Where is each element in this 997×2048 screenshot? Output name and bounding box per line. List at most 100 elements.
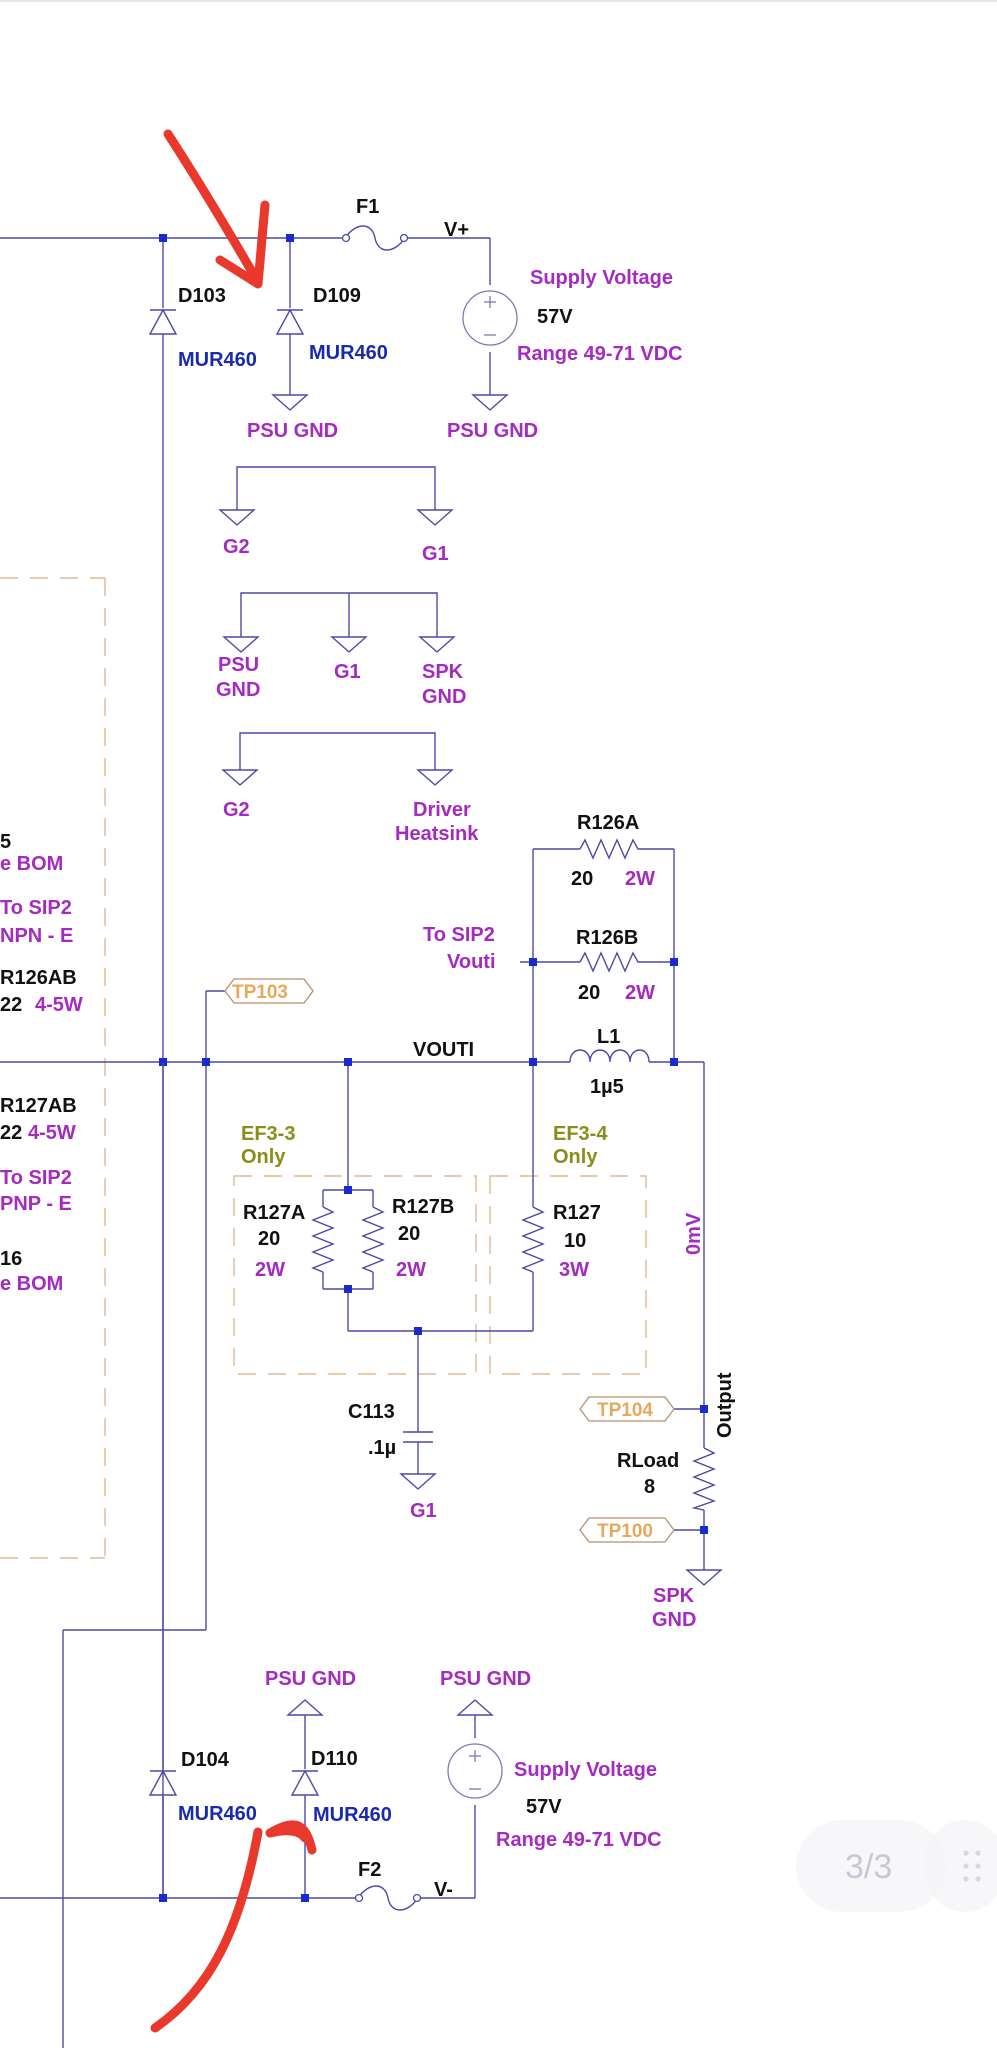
junction-dot bbox=[700, 1526, 708, 1534]
junction-dot bbox=[159, 1894, 167, 1902]
resistor-r127b bbox=[361, 1206, 385, 1273]
note-text: To SIP2 bbox=[0, 897, 72, 919]
note-text: 4-5W bbox=[35, 994, 83, 1016]
d109-ref: D109 bbox=[313, 285, 361, 307]
tp100-label: TP100 bbox=[597, 1521, 653, 1542]
gnd-label: GND bbox=[422, 686, 466, 708]
rload-value: 8 bbox=[644, 1476, 655, 1498]
junction-dot bbox=[286, 234, 294, 242]
junction-dot bbox=[344, 1186, 352, 1194]
psu-gnd-label: PSU GND bbox=[265, 1668, 356, 1690]
page-indicator[interactable]: 3/3 bbox=[796, 1820, 946, 1912]
supply-range: Range 49-71 VDC bbox=[517, 343, 683, 365]
junction-dot bbox=[414, 1327, 422, 1335]
l1-value: 1µ5 bbox=[590, 1076, 624, 1098]
tp104-label: TP104 bbox=[597, 1400, 653, 1421]
vouti-port-label: Vouti bbox=[447, 951, 496, 973]
junction-dot bbox=[344, 1285, 352, 1293]
l1-ref: L1 bbox=[597, 1026, 620, 1048]
spk-label: SPK bbox=[422, 661, 464, 683]
resistor-r127a bbox=[311, 1206, 335, 1273]
psu-gnd-label: PSU GND bbox=[440, 1668, 531, 1690]
supply-range: Range 49-71 VDC bbox=[496, 1829, 662, 1851]
supply-voltage-label: Supply Voltage bbox=[514, 1759, 657, 1781]
note-text: 4-5W bbox=[28, 1122, 76, 1144]
fuse-f2-label: F2 bbox=[358, 1859, 381, 1881]
grid-handle-icon[interactable] bbox=[925, 1820, 997, 1912]
ef3-3-option-box bbox=[233, 1175, 477, 1375]
page-indicator-text: 3/3 bbox=[845, 1848, 892, 1886]
ef3-4-note: EF3-4 bbox=[553, 1123, 608, 1145]
g2-label: G2 bbox=[223, 536, 250, 558]
g1-label: G1 bbox=[334, 661, 361, 683]
gnd-symbol bbox=[685, 1569, 723, 1586]
capacitor-c113 bbox=[403, 1431, 433, 1443]
diode-d104 bbox=[148, 1769, 178, 1796]
r126a-power: 2W bbox=[625, 868, 655, 890]
g2-label: G2 bbox=[223, 799, 250, 821]
note-text: PNP - E bbox=[0, 1193, 72, 1215]
note-text: To SIP2 bbox=[0, 1167, 72, 1189]
d104-part: MUR460 bbox=[178, 1803, 257, 1825]
to-sip2-label: To SIP2 bbox=[423, 924, 495, 946]
r127-value: 10 bbox=[564, 1230, 586, 1252]
rload-ref: RLoad bbox=[617, 1450, 679, 1472]
ground-link-psu-g1-spk bbox=[222, 592, 456, 653]
testpoint-tag-tp100 bbox=[579, 1517, 675, 1543]
diode-d103 bbox=[148, 308, 178, 335]
resistor-rload bbox=[691, 1447, 716, 1511]
voltage-source-bottom bbox=[447, 1743, 503, 1799]
ef3-4-option-box bbox=[489, 1175, 647, 1375]
testpoint-tag-tp103 bbox=[224, 978, 314, 1004]
resistor-r127 bbox=[521, 1206, 545, 1273]
bottom-supply-wires bbox=[0, 1062, 476, 1899]
junction-dot bbox=[159, 234, 167, 242]
g1-label: G1 bbox=[410, 1500, 437, 1522]
r127b-power: 2W bbox=[396, 1259, 426, 1281]
note-text: 16 bbox=[0, 1248, 22, 1270]
net-vplus-label: V+ bbox=[444, 219, 469, 241]
r126b-ref: R126B bbox=[576, 927, 638, 949]
diode-d109 bbox=[275, 308, 305, 335]
junction-dot bbox=[700, 1405, 708, 1413]
gnd-symbol bbox=[286, 1699, 324, 1716]
zero-mv-label: 0mV bbox=[683, 1212, 705, 1255]
note-text: R126AB bbox=[0, 967, 77, 989]
g1-label: G1 bbox=[422, 543, 449, 565]
note-text: R127AB bbox=[0, 1095, 77, 1117]
driver-label: Driver bbox=[413, 799, 471, 821]
ground-link-g2-heatsink bbox=[221, 732, 454, 786]
fuse-f2 bbox=[354, 1885, 422, 1911]
ground-link-g2-g1 bbox=[218, 466, 454, 526]
r127a-ref: R127A bbox=[243, 1202, 305, 1224]
junction-dot bbox=[344, 1058, 352, 1066]
fuse-f1 bbox=[341, 225, 409, 251]
r126b-value: 20 bbox=[578, 982, 600, 1004]
testpoint-tag-tp104 bbox=[579, 1396, 675, 1422]
r126a-ref: R126A bbox=[577, 812, 639, 834]
vouti-net-label: VOUTI bbox=[413, 1039, 474, 1061]
gnd-symbol bbox=[471, 394, 509, 411]
d110-ref: D110 bbox=[311, 1748, 358, 1770]
supply-value: 57V bbox=[526, 1796, 562, 1818]
tp103-label: TP103 bbox=[232, 982, 288, 1003]
d103-part: MUR460 bbox=[178, 349, 257, 371]
r127-power: 3W bbox=[559, 1259, 589, 1281]
c113-value: .1µ bbox=[368, 1437, 396, 1459]
note-text: NPN - E bbox=[0, 925, 73, 947]
output-net-label: Output bbox=[714, 1372, 736, 1438]
c113-ref: C113 bbox=[348, 1401, 395, 1423]
diode-d110 bbox=[290, 1769, 320, 1796]
voltage-source-top bbox=[462, 290, 518, 346]
gnd-symbol bbox=[399, 1473, 437, 1490]
junction-dot bbox=[529, 958, 537, 966]
gnd-symbol bbox=[456, 1699, 494, 1716]
note-text: e BOM bbox=[0, 1273, 63, 1295]
note-text: 5 bbox=[0, 831, 11, 853]
junction-dot bbox=[301, 1894, 309, 1902]
d104-ref: D104 bbox=[181, 1749, 230, 1771]
psu-gnd-label: PSU GND bbox=[247, 420, 338, 442]
gnd-symbol bbox=[271, 394, 309, 411]
r127a-value: 20 bbox=[258, 1228, 280, 1250]
